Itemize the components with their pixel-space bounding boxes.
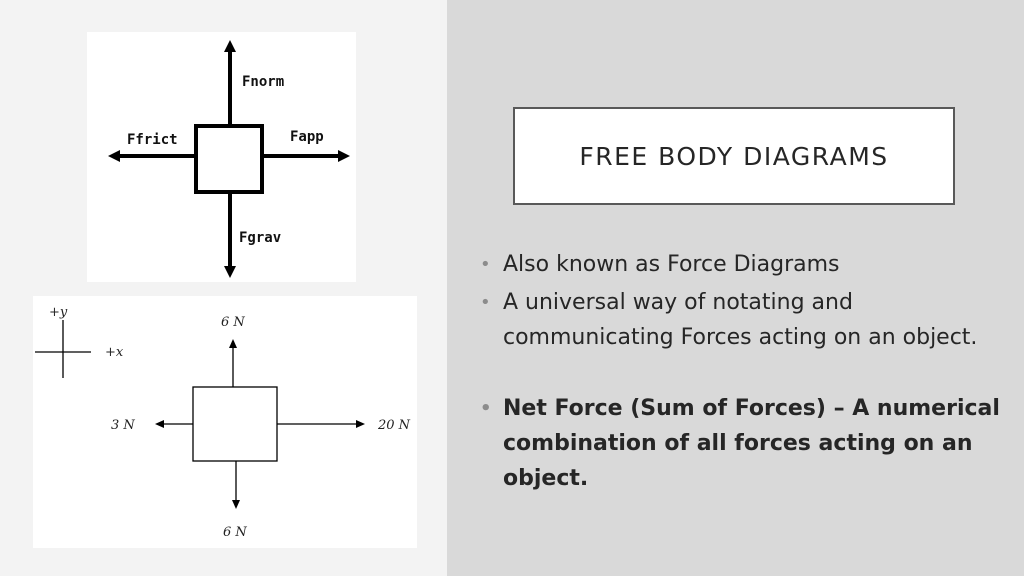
label-ffrict: Ffrict bbox=[127, 132, 178, 148]
axis-label-x: +x bbox=[105, 345, 124, 360]
arrow-down bbox=[224, 192, 236, 278]
label-fnorm: Fnorm bbox=[242, 74, 284, 90]
bullet-text: A universal way of notating and communic… bbox=[503, 290, 978, 350]
bullet-dot-icon: • bbox=[480, 254, 491, 275]
coordinate-axes bbox=[35, 320, 91, 378]
bullet-item: • A universal way of notating and commun… bbox=[478, 285, 1018, 355]
arrow-up bbox=[224, 40, 236, 126]
free-body-diagram-figure-2: +y +x 6 N 3 N 20 N 6 N bbox=[33, 296, 417, 548]
label-fgrav: Fgrav bbox=[239, 230, 281, 246]
slide-title-box: FREE BODY DIAGRAMS bbox=[513, 107, 955, 205]
slide-title: FREE BODY DIAGRAMS bbox=[579, 141, 889, 171]
bullet-item: • Also known as Force Diagrams bbox=[478, 247, 1018, 282]
arrow-up bbox=[229, 339, 237, 387]
arrow-right bbox=[262, 150, 350, 162]
arrow-left bbox=[155, 420, 193, 428]
free-body-diagram-figure-1: Fnorm Ffrict Fapp Fgrav bbox=[87, 32, 356, 282]
right-panel bbox=[447, 0, 1024, 576]
bullet-text: Also known as Force Diagrams bbox=[503, 252, 840, 277]
bullet-text: Net Force (Sum of Forces) – A numerical … bbox=[503, 396, 1000, 491]
object-box bbox=[192, 386, 278, 462]
label-right-force: 20 N bbox=[377, 418, 411, 433]
arrow-down bbox=[232, 461, 240, 509]
label-up-force: 6 N bbox=[221, 315, 245, 330]
arrow-left bbox=[108, 150, 196, 162]
bullet-dot-icon: • bbox=[480, 398, 492, 419]
bullet-dot-icon: • bbox=[480, 292, 491, 313]
arrow-right bbox=[277, 420, 365, 428]
object-box bbox=[194, 124, 264, 194]
label-left-force: 3 N bbox=[111, 418, 135, 433]
axis-label-y: +y bbox=[49, 305, 68, 320]
label-down-force: 6 N bbox=[223, 525, 247, 540]
bullet-list: • Also known as Force Diagrams • A unive… bbox=[478, 247, 1018, 499]
label-fapp: Fapp bbox=[290, 129, 324, 145]
bullet-item: • Net Force (Sum of Forces) – A numerica… bbox=[478, 391, 1018, 496]
